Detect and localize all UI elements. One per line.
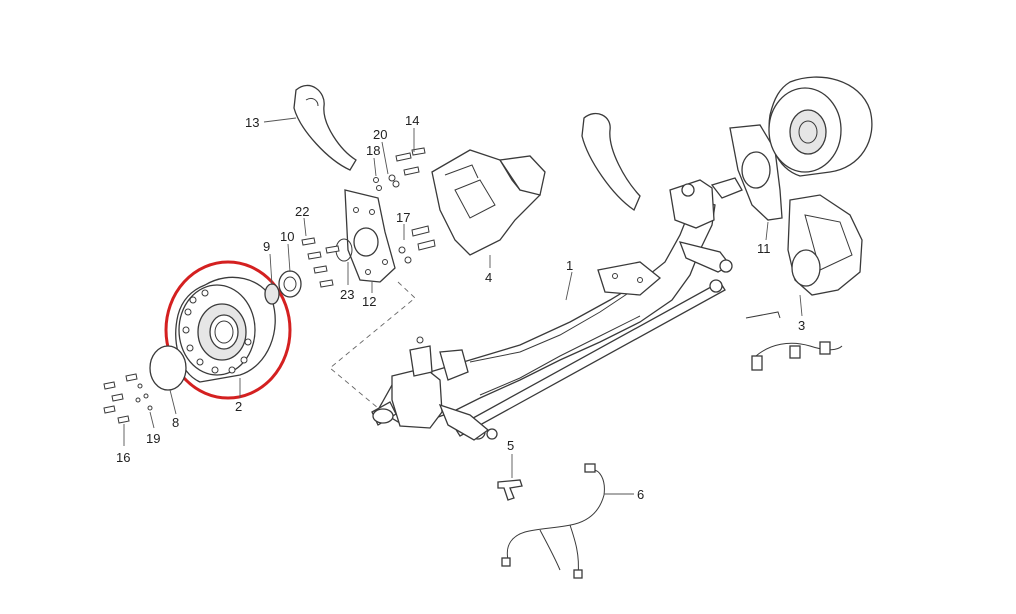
part-10-ring[interactable] — [278, 270, 302, 298]
callout-2[interactable]: 2 — [235, 399, 242, 414]
callout-23[interactable]: 23 — [340, 287, 354, 302]
callout-5[interactable]: 5 — [507, 438, 514, 453]
callout-9[interactable]: 9 — [263, 239, 270, 254]
assembly-guide-line — [329, 281, 416, 409]
callout-17[interactable]: 17 — [396, 210, 410, 225]
callout-13[interactable]: 13 — [245, 115, 259, 130]
callouts: 1 2 3 4 5 6 8 9 10 11 12 13 14 16 17 18 — [116, 113, 805, 502]
part-11-anchor-plate-right[interactable] — [729, 124, 783, 221]
callout-6[interactable]: 6 — [637, 487, 644, 502]
part-19-washers[interactable] — [135, 383, 153, 411]
part-8-cover-plate[interactable] — [149, 345, 187, 391]
part-5-bracket[interactable] — [497, 479, 523, 501]
part-2-highlight-circle — [164, 260, 292, 400]
part-4-brake-caliper[interactable] — [431, 149, 546, 256]
part-2-brake-drum[interactable] — [175, 276, 276, 383]
part-18-20-washers[interactable] — [373, 174, 400, 191]
callout-1[interactable]: 1 — [566, 258, 573, 273]
part-14-bolts[interactable] — [395, 147, 426, 176]
callout-20[interactable]: 20 — [373, 127, 387, 142]
callout-18[interactable]: 18 — [366, 143, 380, 158]
callout-22[interactable]: 22 — [295, 204, 309, 219]
part-6-wiring-harness[interactable] — [501, 463, 605, 579]
right-brake-drum — [768, 76, 873, 177]
callout-16[interactable]: 16 — [116, 450, 130, 465]
part-12-anchor-plate[interactable] — [344, 189, 396, 283]
callout-10[interactable]: 10 — [280, 229, 294, 244]
callout-14[interactable]: 14 — [405, 113, 419, 128]
callout-11[interactable]: 11 — [757, 241, 771, 256]
part-22-bolts[interactable] — [301, 237, 340, 288]
right-sensor-harness — [745, 311, 843, 371]
callout-4[interactable]: 4 — [485, 270, 492, 285]
callout-8[interactable]: 8 — [172, 415, 179, 430]
callout-3[interactable]: 3 — [798, 318, 805, 333]
right-dust-shield — [581, 113, 641, 211]
callout-12[interactable]: 12 — [362, 294, 376, 309]
part-1-axle-beam[interactable] — [371, 177, 743, 441]
part-16-bolts[interactable] — [103, 373, 138, 424]
part-3-brake-caliper-right[interactable] — [787, 194, 863, 296]
part-9-seal[interactable] — [264, 283, 280, 305]
part-17-bolts[interactable] — [398, 225, 436, 264]
part-13-dust-shield[interactable] — [293, 84, 357, 171]
callout-19[interactable]: 19 — [146, 431, 160, 446]
